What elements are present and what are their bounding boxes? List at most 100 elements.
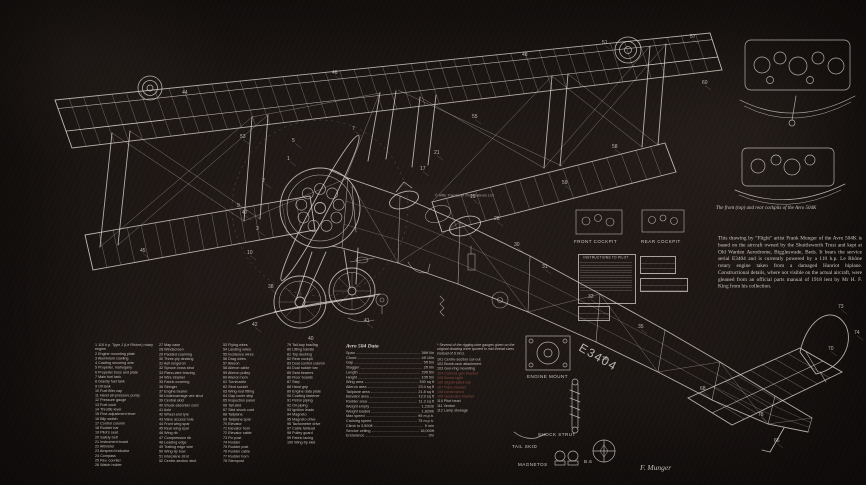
serial-marking: E3404 [577,340,621,373]
engine-cowling [279,167,361,249]
front-cockpit-opening [389,190,419,210]
part-list-item: 92 Oil piping [287,402,308,408]
shock-strut-diagram [569,378,581,434]
callout-number: 3 [256,226,259,232]
part-list-item: 77 Rudder horn [223,453,249,459]
part-list-item: 34 Wire strainer [159,374,186,380]
part-list-item: 40 Shock-absorber cord [159,402,199,408]
part-list-item: 103 Gun-ring mounting [437,366,475,371]
part-list-item: 28 Windscreen [159,347,184,352]
part-list-item: 63 Wing-root fitting [223,388,255,394]
part-list-item: 72 Elevator cable [223,430,252,436]
part-list-item: 84 Dual rudder bar [287,365,318,371]
part-list-item: 70 Elevator [223,421,242,426]
part-list-item: 99 Fabric lacing [287,435,314,440]
rear-cockpit-label: REAR COCKPIT [641,239,681,244]
part-list-item: 106 Signal-pistol clip [437,380,471,385]
part-list-item: 8 Gravity fuel tank [95,379,125,384]
callout-number: 40 [308,336,314,342]
part-list-item: 46 Wing rib [159,430,178,436]
part-list-item: 64 Gap cover strip [223,393,254,399]
callout-number: 66 [774,438,780,444]
mini-front-cockpit-diagram [575,209,623,235]
fuselage [389,181,481,237]
part-list-item: 35 Fabric covering [159,379,190,385]
part-list-item: 7 Main fuel tank [95,374,122,379]
part-list-item: 88 Hand grip [287,384,309,389]
part-list-item: 57 Aileron [223,361,240,366]
part-list-item: 4 Cowling securing wire [95,360,135,366]
part-list-item: 1 110 h.p. Type J (Le Rhône) rotary engi… [95,342,153,352]
part-list-item: 55 Incidence wires [223,351,254,357]
part-list-item: 30 Three-ply decking [159,356,194,361]
part-list-item: 37 Engine bearer [159,388,188,394]
part-list-item: 83 Dual control column [287,361,325,366]
part-list-item: 86 Floor boards [287,374,313,380]
rigging-note: * Several of the rigging-wire gauges giv… [437,342,515,356]
part-list-item: 95 Magneto drive [287,416,316,422]
part-list-item: 109 Generator bracket [437,394,474,399]
part-list-item: 27 Map case [159,342,181,347]
callout-number: 19 [470,194,476,200]
part-list-item: 78 Sternpost [223,458,244,464]
part-list-item: 21 Instrument board [95,439,129,444]
callout-number: 5 [292,138,295,144]
part-list-item: 6 Propeller boss and plate [95,369,138,375]
callout-number: 35 [638,324,644,330]
small-placard [578,306,610,322]
windscreen [395,181,413,193]
part-list-item: 89 Engine data plate [287,388,321,394]
callout-number: 38 [268,284,274,290]
callout-number: 59 [562,180,568,186]
wing-roundel-right [614,36,642,64]
callout-number: 47 [242,210,248,216]
tailplane [687,347,843,426]
part-list-item: 10 Fuel filler cap [95,388,123,393]
callout-number: 33 [588,294,594,300]
engine-mount-label: ENGINE MOUNT [527,374,569,379]
part-list-item: 62 Strut socket [223,384,248,389]
compass-rose [592,439,616,463]
tail-skid-label: TAIL SKID [512,444,538,449]
part-list-item: 25 Rev. counter [95,458,121,463]
shock-strut-label: SHOCK STRUT [538,432,576,437]
magneto-type-label: B.6 [584,459,593,464]
part-list-item: 94 Magneto [287,412,307,417]
callout-number: 9 [237,203,240,209]
part-list-item: 105 Bomb sight [437,375,463,380]
callout-number: 21 [434,150,440,156]
part-list-item: 79 Tail-bay bracing [287,342,318,347]
callout-number: 70 [828,346,834,352]
part-list-item: 24 Compass [95,453,116,458]
part-list-item: 11 Hand air-pressure pump [95,393,140,398]
part-list-item: 87 Step [287,379,300,385]
part-list-item: 66 Tail skid [223,402,242,408]
instructions-title: INSTRUCTIONS TO PILOT [583,256,629,260]
callout-number: 55 [472,114,478,120]
part-list-item: 50 Wing-tip bow [159,449,186,454]
part-list-item: 54 Landing wires [223,347,251,352]
part-list-item: 44 Front wing spar [159,421,190,426]
part-callout-numbers: 1235791017192128304446485153555760454758… [140,34,864,449]
callout-number: 57 [690,34,696,40]
cockpit-caption: The front (top) and rear cockpits of the… [716,205,817,211]
engine-mount-diagram [525,335,571,371]
part-list-item: 60 Aileron horn [223,374,248,380]
part-list-item: 47 Compression rib [159,435,192,440]
part-list-item: 23 Airspeed indicator [95,448,130,454]
small-placard [640,256,676,275]
part-list-item: 15 Fine-adjustment lever [95,411,136,417]
part-list-item: 61 Turnbuckle [223,379,247,385]
callout-number: 41 [364,318,370,324]
tail-skid [769,427,785,453]
